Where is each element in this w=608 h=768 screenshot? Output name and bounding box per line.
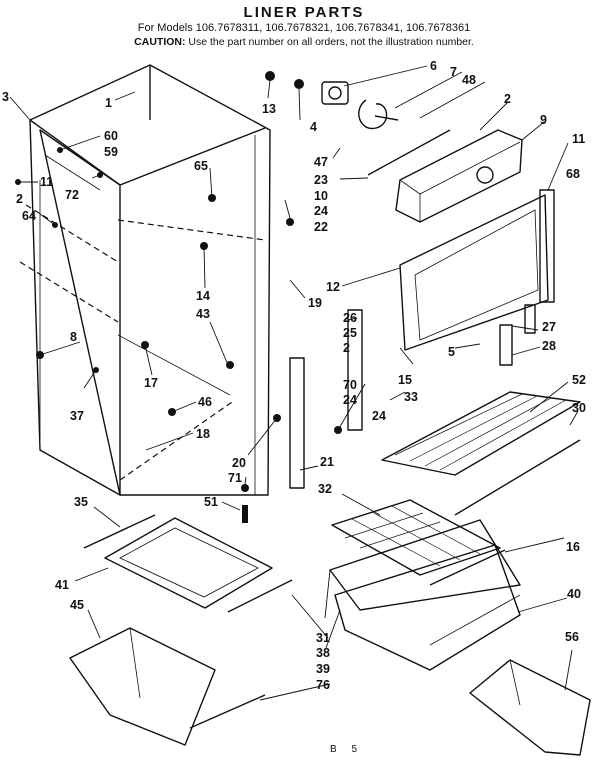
- callout: 32: [318, 482, 332, 496]
- callout: 8: [70, 330, 77, 344]
- callout: 70: [343, 378, 357, 392]
- callout: 71: [228, 471, 242, 485]
- callout: 45: [70, 598, 84, 612]
- callout: 68: [566, 167, 580, 181]
- callout-labels: 3 1 60 11 72 59 2 64 8 37 65 14 43 17 46…: [2, 59, 586, 692]
- callout: 27: [542, 320, 556, 334]
- callout: 7: [450, 65, 457, 79]
- callout: 37: [70, 409, 84, 423]
- callout: 26: [343, 311, 357, 325]
- callout: 43: [196, 307, 210, 321]
- callout: 59: [104, 145, 118, 159]
- models-line: For Models 106.7678311, 106.7678321, 106…: [137, 22, 471, 34]
- callout: 20: [232, 456, 246, 470]
- callout: 23: [314, 173, 328, 187]
- callout: 39: [316, 662, 330, 676]
- callout: 22: [314, 220, 328, 234]
- callout: 76: [316, 678, 330, 692]
- callout: 52: [572, 373, 586, 387]
- callout: 5: [448, 345, 455, 359]
- callout: 9: [540, 113, 547, 127]
- callout: 1: [105, 96, 112, 110]
- callout: 11: [572, 132, 585, 146]
- cabinet-liner: [19, 64, 271, 496]
- callout: 4: [310, 120, 317, 134]
- callout: 21: [320, 455, 334, 469]
- callout: 15: [398, 373, 412, 387]
- callout: 14: [196, 289, 210, 303]
- callout: 25: [343, 326, 357, 340]
- callout: 48: [462, 73, 476, 87]
- callout: 24: [314, 204, 328, 218]
- callout: 41: [55, 578, 69, 592]
- callout: 33: [404, 390, 418, 404]
- callout: 28: [542, 339, 556, 353]
- callout: 19: [308, 296, 322, 310]
- callout: 24: [343, 393, 357, 407]
- small-bin: [469, 659, 591, 756]
- shelf-ladders: [289, 304, 536, 489]
- control-panel: [399, 189, 555, 351]
- callout: 64: [22, 209, 36, 223]
- page-title: LINER PARTS: [243, 4, 365, 21]
- callout: 11: [40, 175, 53, 189]
- callout: 10: [314, 189, 328, 203]
- crisper-cover: [331, 499, 506, 586]
- callout: 31: [316, 631, 330, 645]
- callout: 47: [314, 155, 328, 169]
- callout: 40: [567, 587, 581, 601]
- callout: 38: [316, 646, 330, 660]
- callout: 6: [430, 59, 437, 73]
- callout: 72: [65, 188, 79, 202]
- fan-motor-assembly: [321, 81, 399, 130]
- callout: 2: [343, 341, 350, 355]
- meat-tray: [83, 514, 293, 613]
- callout: 30: [572, 401, 586, 415]
- air-duct: [367, 129, 523, 223]
- hardware-parts: [15, 71, 342, 523]
- callout: 2: [16, 192, 23, 206]
- caution-text: Use the part number on all orders, not t…: [188, 36, 474, 48]
- bottom-drawer: [69, 627, 266, 746]
- callout: 65: [194, 159, 208, 173]
- page-code: B 5: [330, 744, 364, 755]
- caution-label: CAUTION:: [134, 36, 186, 48]
- callout: 56: [565, 630, 579, 644]
- callout: 2: [504, 92, 511, 106]
- callout: 35: [74, 495, 88, 509]
- callout: 60: [104, 129, 118, 143]
- wire-shelf: [381, 391, 581, 516]
- callout: 17: [144, 376, 158, 390]
- callout: 51: [204, 495, 218, 509]
- callout: 18: [196, 427, 210, 441]
- callout: 13: [262, 102, 276, 116]
- callout: 12: [326, 280, 340, 294]
- caution-note: CAUTION: Use the part number on all orde…: [0, 36, 608, 48]
- crisper-drawers: [329, 519, 521, 671]
- leader-lines: [9, 65, 579, 701]
- callout: 46: [198, 395, 212, 409]
- callout: 16: [566, 540, 580, 554]
- callout: 24: [372, 409, 386, 423]
- callout: 3: [2, 90, 9, 104]
